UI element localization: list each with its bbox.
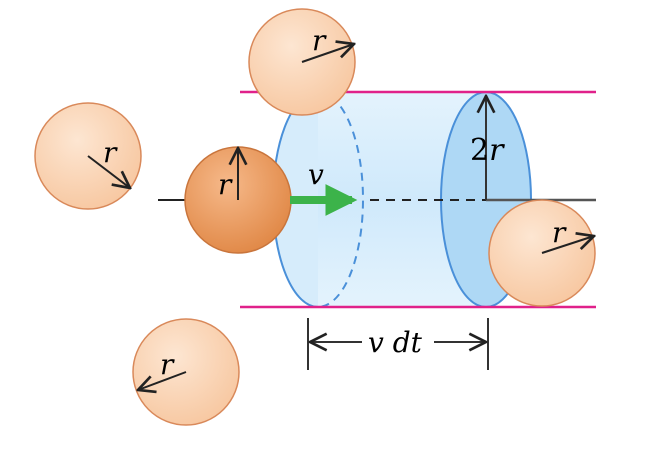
molecule-right-radius-arrow: [541, 236, 594, 254]
molecule-top: r: [248, 8, 355, 116]
molecule-left-radius-arrow: [87, 155, 130, 188]
cylinder-left-face-hidden: [317, 91, 364, 308]
molecule-bottom-radius-arrow: [138, 371, 187, 390]
molecule-right: r: [488, 199, 595, 307]
molecule-left: r: [34, 102, 142, 210]
length-dimension: v dt: [307, 318, 489, 370]
velocity-label: v: [308, 158, 324, 191]
length-label: v dt: [368, 326, 423, 359]
moving-molecule: r: [184, 146, 292, 254]
molecule-left-radius-label: r: [103, 136, 118, 169]
cylinder-radius-label: 2r: [470, 133, 505, 168]
molecule-top-radius-arrow: [301, 44, 354, 63]
molecule-bottom: r: [132, 318, 240, 426]
molecule-top-radius-label: r: [312, 24, 327, 57]
molecule-bottom-radius-label: r: [160, 348, 175, 381]
molecule-right-radius-label: r: [552, 216, 567, 249]
moving-molecule-radius-label: r: [218, 168, 233, 201]
